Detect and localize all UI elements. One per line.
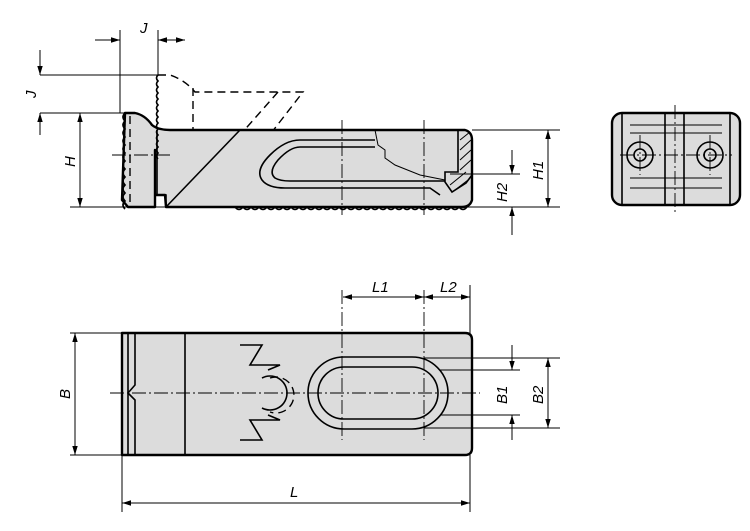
top-view: L1 L2 B B1 B2 L [57,279,560,512]
dim-label-J-vertical: J [23,90,40,99]
side-view: J J H H1 H2 [23,20,560,235]
dim-label-B: B [57,389,74,399]
dim-label-J-horizontal: J [139,20,148,37]
dim-label-L2: L2 [440,279,457,296]
dim-label-B2: B2 [530,385,547,404]
dim-label-B1: B1 [494,386,511,404]
dim-label-H1: H1 [530,161,547,180]
end-view [610,105,742,212]
dim-label-L1: L1 [372,279,389,296]
dim-label-H2: H2 [494,182,511,202]
dim-label-L: L [290,484,298,501]
dim-label-H: H [62,156,79,167]
